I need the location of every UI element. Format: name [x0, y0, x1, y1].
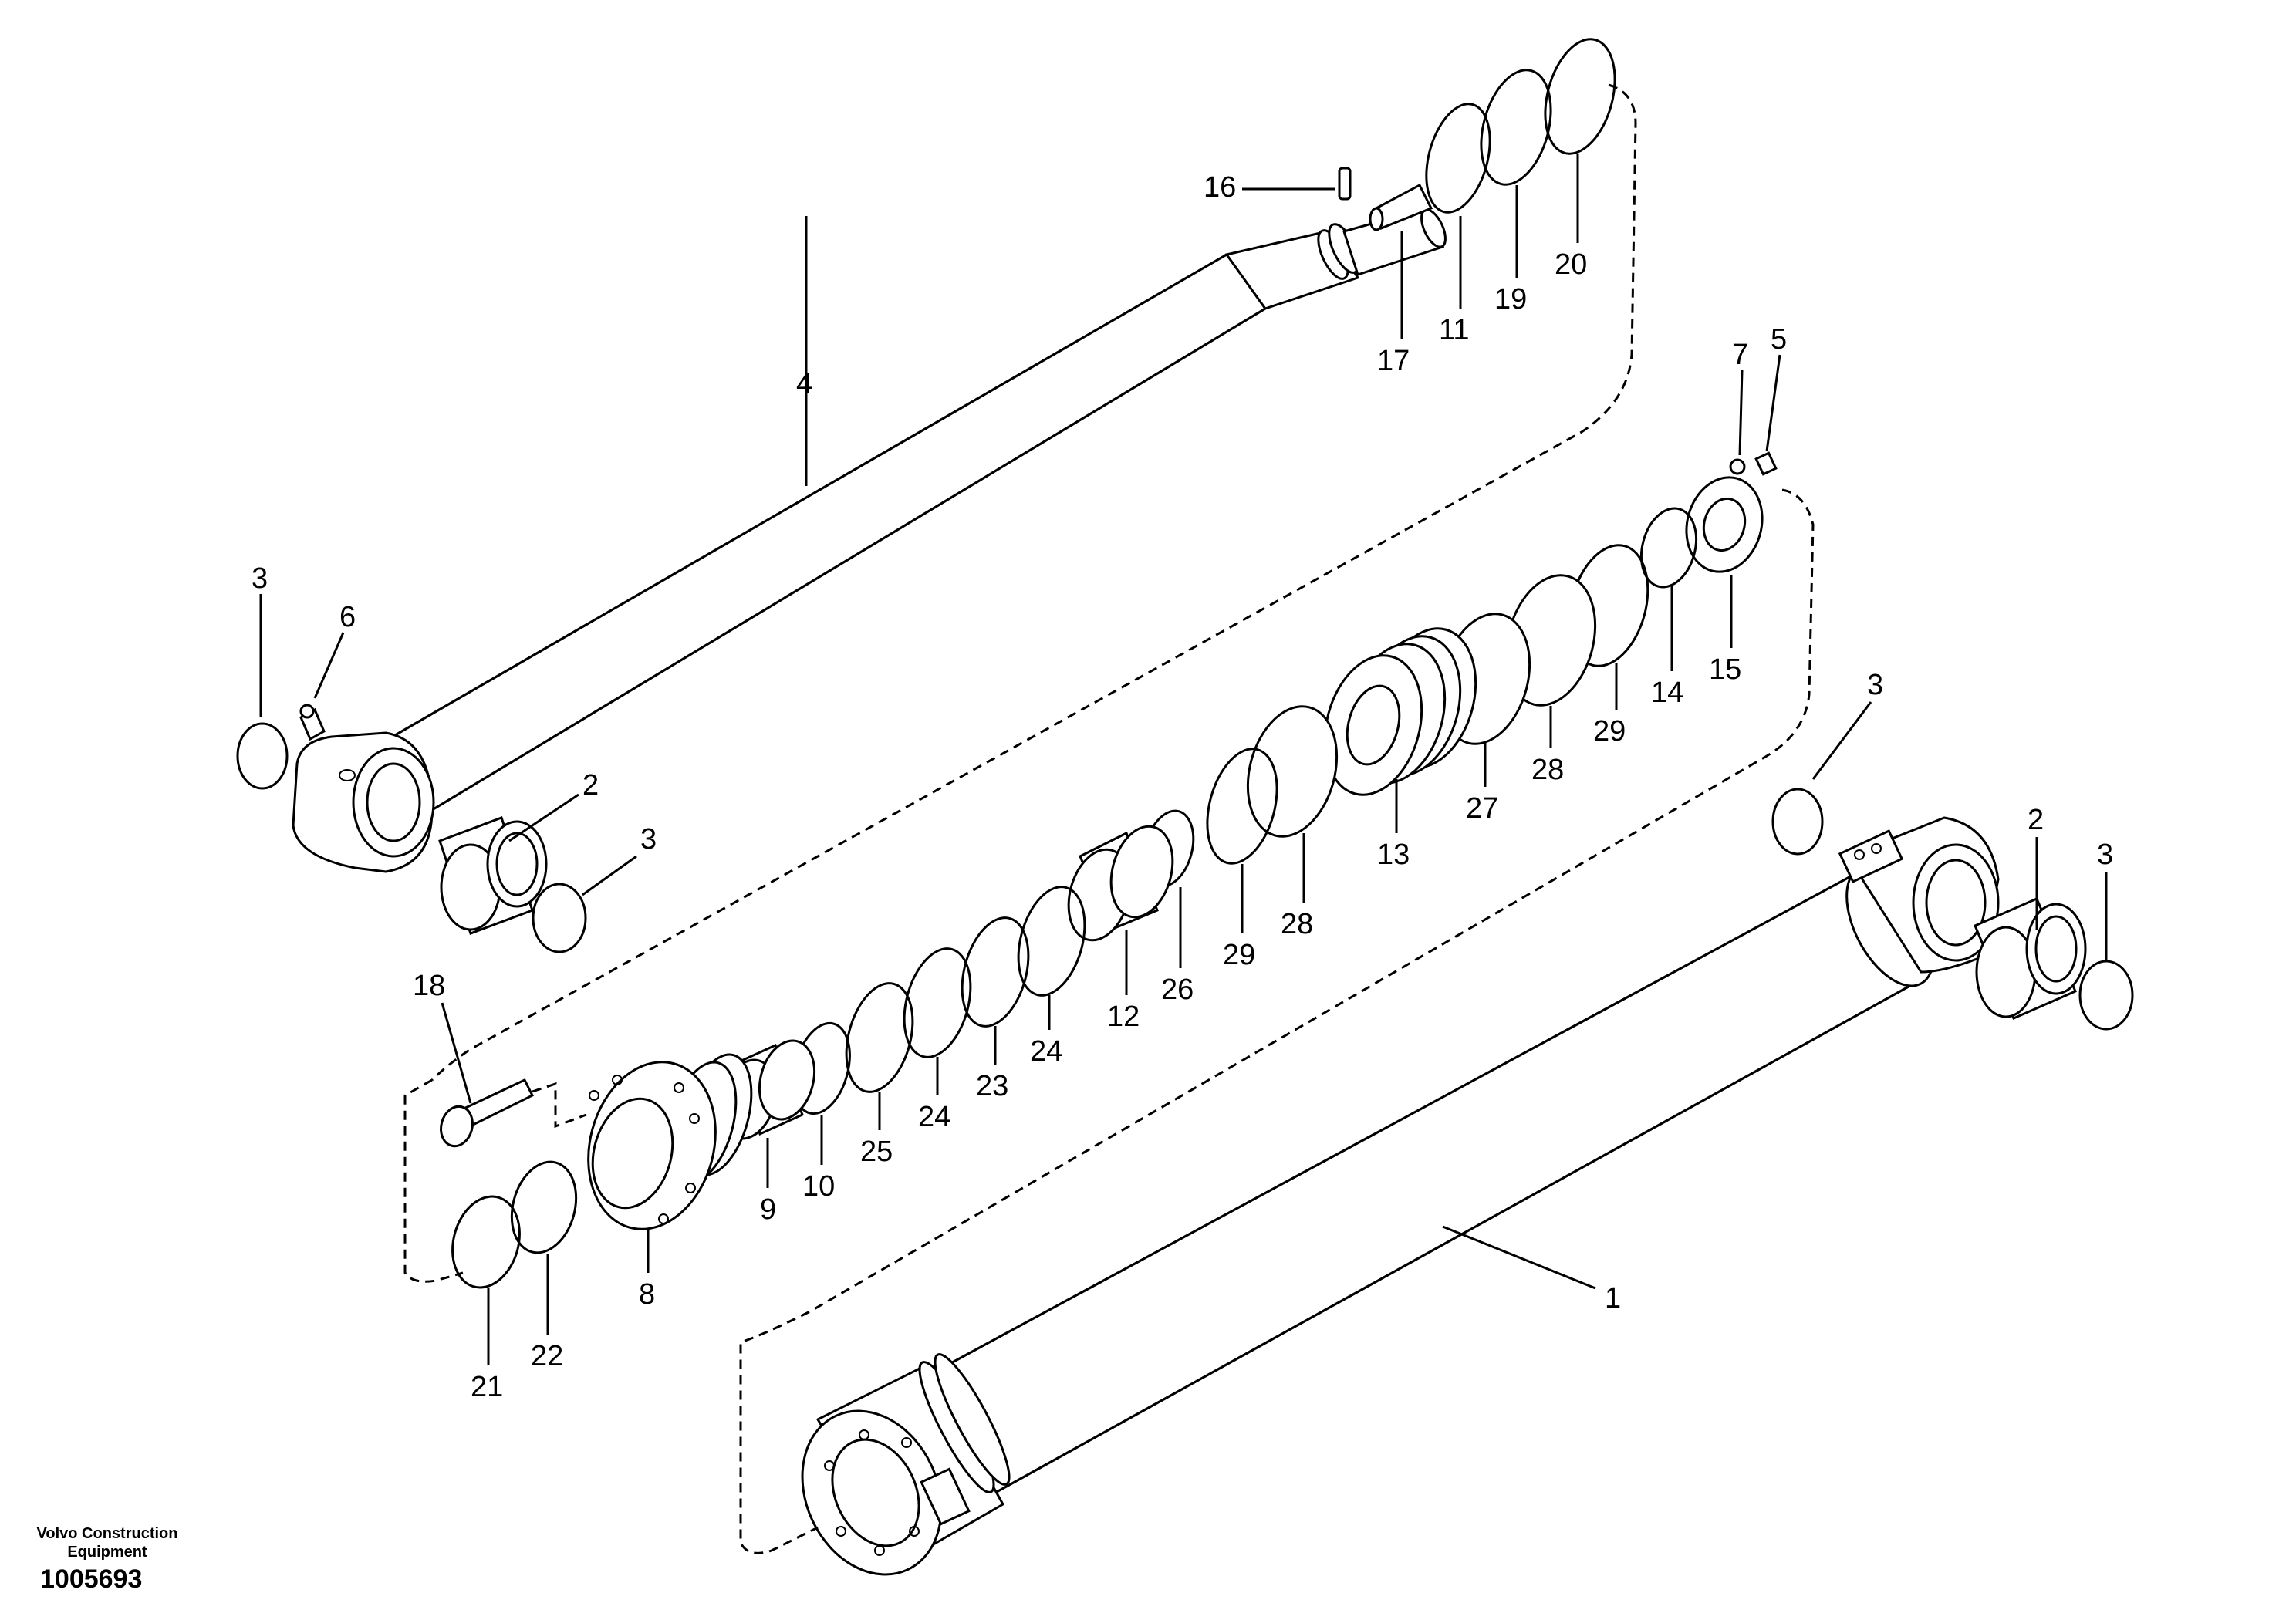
bushing-tube[interactable]: [1974, 897, 2087, 1020]
callout-28-lower: 28: [1281, 908, 1313, 940]
snap-ring-tube-left[interactable]: [1771, 788, 1824, 856]
callout-1: 1: [1605, 1282, 1621, 1315]
callout-19: 19: [1494, 283, 1527, 316]
ring-20[interactable]: [1534, 32, 1626, 162]
wear-ring-28-lower[interactable]: [1234, 697, 1351, 847]
snap-ring-rod-left[interactable]: [236, 722, 289, 790]
callout-21: 21: [471, 1371, 503, 1403]
company-name: Volvo Construction Equipment: [19, 1524, 196, 1561]
callout-26: 26: [1161, 974, 1194, 1006]
callout-17: 17: [1377, 345, 1410, 377]
ring-22[interactable]: [502, 1155, 586, 1261]
grease-fitting[interactable]: [299, 704, 326, 741]
callout-10: 10: [802, 1170, 835, 1203]
callout-3-tube-right: 3: [2097, 839, 2113, 871]
company-name-line1: Volvo Construction: [36, 1525, 178, 1542]
callout-29-lower: 29: [1223, 939, 1255, 971]
callout-9: 9: [760, 1193, 776, 1226]
ring-11[interactable]: [1416, 97, 1501, 220]
callout-2-tube: 2: [2028, 804, 2044, 836]
callout-22: 22: [531, 1340, 563, 1372]
callout-24-upper: 24: [1030, 1035, 1062, 1068]
leader-lines: [259, 154, 2108, 1365]
snap-ring-tube-right[interactable]: [2078, 960, 2134, 1031]
cylinder-tube[interactable]: [776, 816, 2000, 1598]
assembly-path-head: [403, 1078, 464, 1283]
snap-ring-rod-right[interactable]: [532, 883, 587, 953]
callout-20: 20: [1555, 248, 1587, 281]
assembly-path-bolt: [532, 1082, 587, 1129]
callout-2-rod: 2: [582, 769, 599, 802]
ring-19[interactable]: [1470, 62, 1562, 193]
ring-25[interactable]: [836, 976, 924, 1099]
callout-13: 13: [1377, 839, 1410, 871]
callout-14: 14: [1651, 677, 1683, 709]
callout-4: 4: [796, 368, 812, 400]
washer[interactable]: [1633, 502, 1705, 593]
bushing-rod[interactable]: [438, 816, 548, 935]
assembly-path-upper: [430, 83, 1637, 1082]
callout-3-rod-left: 3: [252, 562, 268, 595]
callout-11: 11: [1439, 314, 1469, 346]
steel-ball[interactable]: [1729, 458, 1746, 475]
ring-29-lower[interactable]: [1196, 741, 1288, 872]
spring-pin[interactable]: [1338, 167, 1352, 201]
callout-6: 6: [339, 601, 356, 633]
callout-24-lower: 24: [918, 1101, 950, 1133]
callout-25: 25: [860, 1136, 893, 1168]
callout-15: 15: [1709, 653, 1741, 686]
ring-21[interactable]: [443, 1189, 529, 1295]
callout-12: 12: [1107, 1001, 1140, 1033]
company-name-line2: Equipment: [67, 1544, 147, 1561]
ring-23[interactable]: [951, 910, 1040, 1034]
ring-24-upper[interactable]: [1008, 879, 1096, 1003]
assembly-path-lower: [739, 488, 1815, 1554]
callout-3-tube-left: 3: [1867, 669, 1883, 701]
set-screw[interactable]: [1754, 451, 1778, 476]
callout-3-rod-right: 3: [640, 823, 657, 856]
callout-18: 18: [413, 970, 445, 1002]
callout-29-upper: 29: [1593, 715, 1626, 748]
piston[interactable]: [1310, 618, 1491, 806]
callout-27: 27: [1466, 792, 1498, 825]
drawing-number: 1005693: [40, 1564, 143, 1594]
socket-bolt[interactable]: [437, 1078, 535, 1149]
cushion-cone[interactable]: [1369, 183, 1433, 231]
ring-24-lower[interactable]: [893, 941, 982, 1065]
cushion-collar[interactable]: [1059, 819, 1182, 947]
callout-7: 7: [1732, 339, 1748, 371]
callout-28-upper: 28: [1531, 754, 1564, 786]
cylinder-head[interactable]: [570, 1047, 763, 1244]
callout-23: 23: [976, 1070, 1008, 1102]
callout-16: 16: [1204, 171, 1236, 204]
callout-8: 8: [639, 1278, 655, 1311]
callout-5: 5: [1771, 323, 1787, 356]
